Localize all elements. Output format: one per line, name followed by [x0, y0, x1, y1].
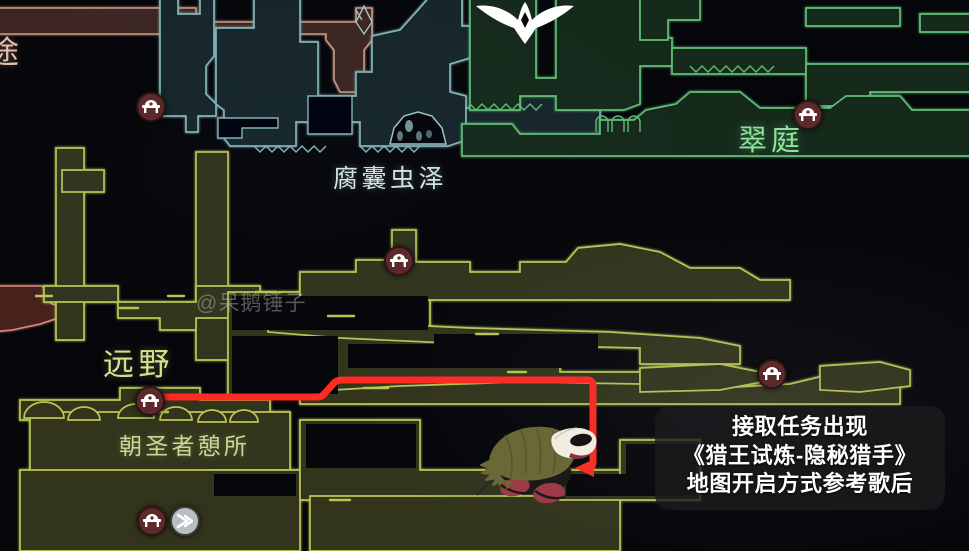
route-path	[153, 376, 597, 477]
bench-icon	[143, 514, 161, 527]
bench-icon	[142, 100, 160, 113]
marker-bench-verdania[interactable]	[793, 100, 823, 130]
marker-fast-travel-station[interactable]	[170, 506, 200, 536]
marker-bench-far-fields-east[interactable]	[757, 359, 787, 389]
route-arrowhead	[575, 459, 594, 477]
marker-bench-weaving-path[interactable]	[136, 92, 166, 122]
hut-decoration-icon	[389, 111, 447, 145]
marker-bench-pilgrims-rest[interactable]	[135, 386, 165, 416]
verdania-floor-detail	[469, 65, 775, 132]
beetle-creature	[471, 413, 603, 507]
bench-icon	[799, 108, 817, 121]
crystal-decoration-icon	[355, 4, 373, 36]
bench-icon	[390, 254, 408, 267]
marsh-floor-detail	[253, 144, 421, 154]
bench-icon	[763, 367, 781, 380]
bench-icon	[141, 394, 159, 407]
ventrica-station-icon	[176, 513, 193, 529]
marker-bench-far-fields-north[interactable]	[384, 246, 414, 276]
bat-icon	[474, 0, 576, 44]
region-putrid-marsh[interactable]	[148, 0, 601, 147]
marker-bench-south[interactable]	[137, 506, 167, 536]
